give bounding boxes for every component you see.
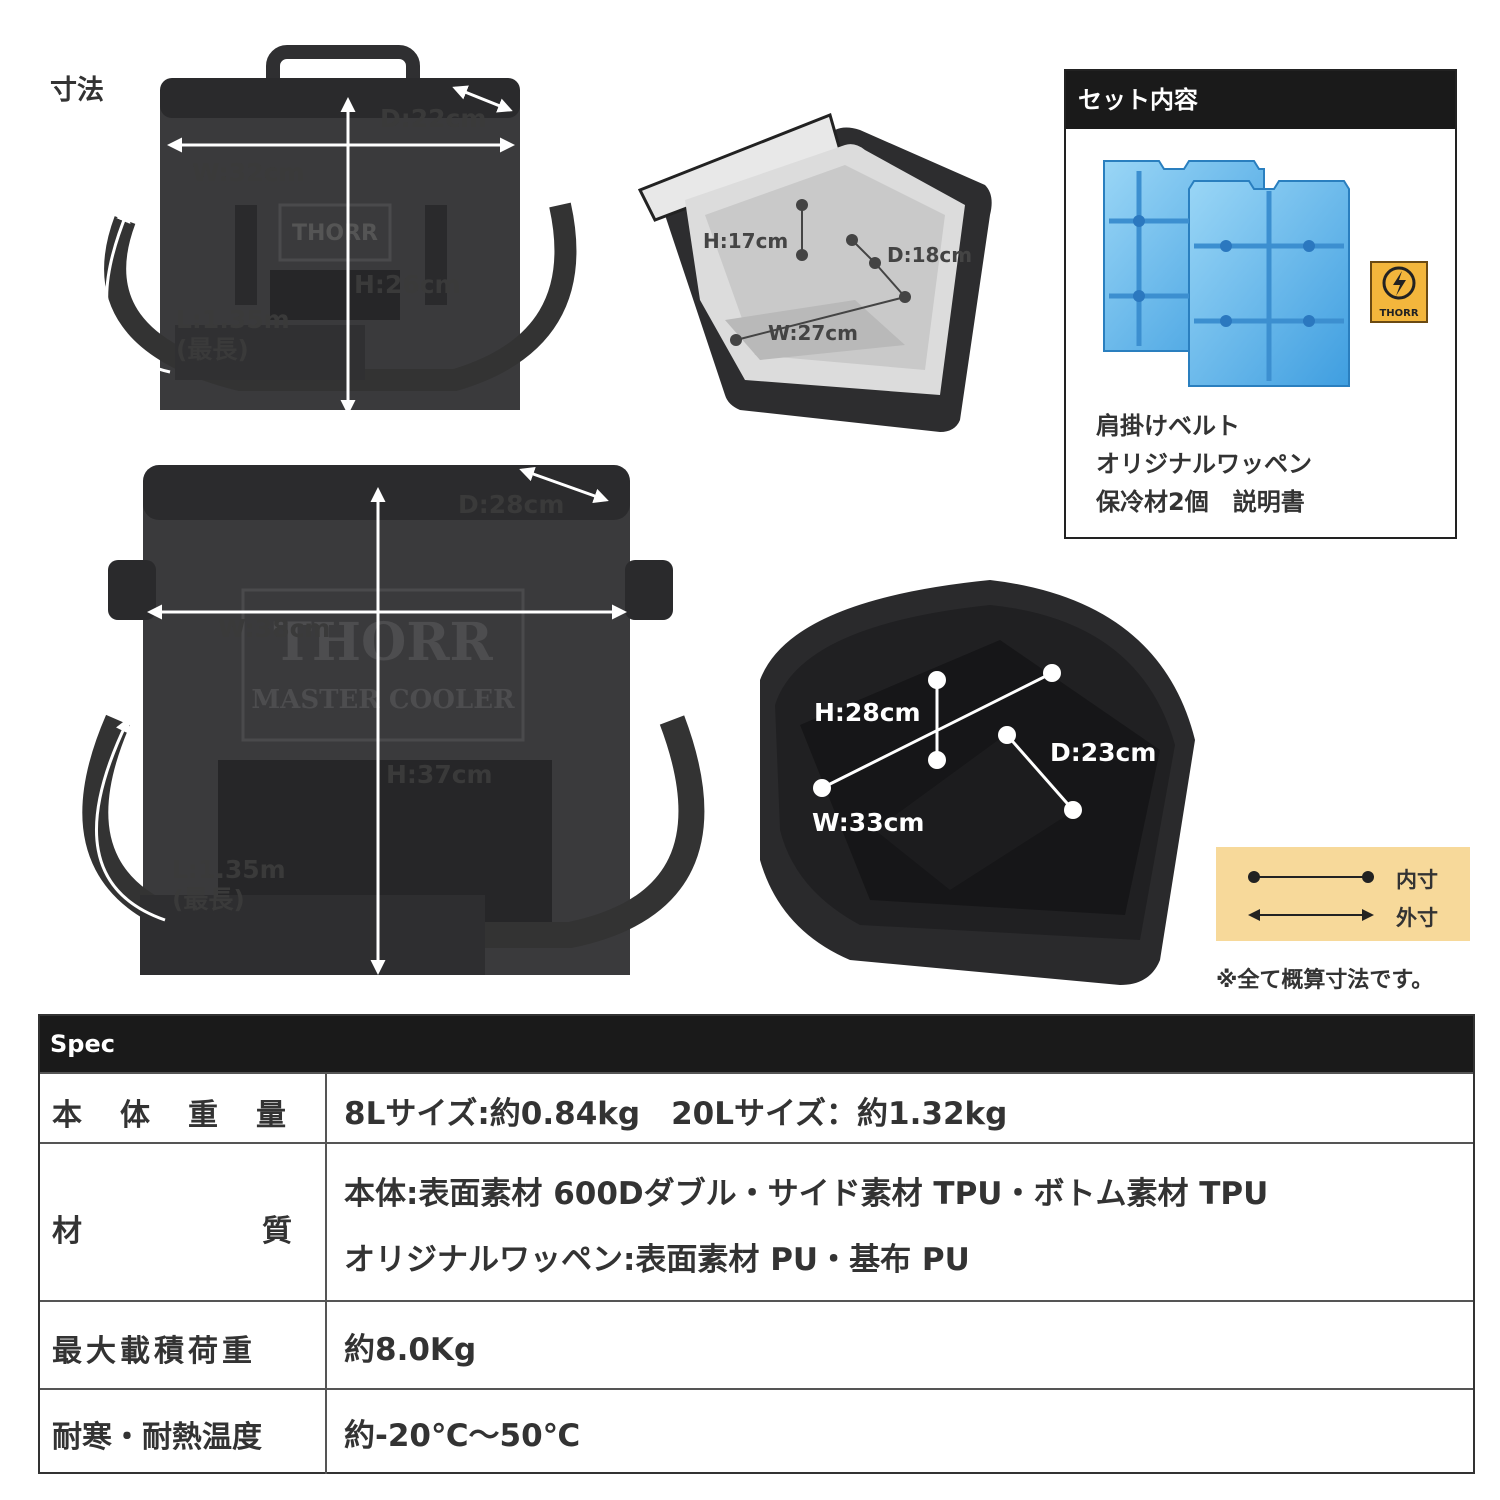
small-bag-depth-label: D:22cm: [380, 104, 487, 133]
legend-inner-label: 内寸: [1396, 868, 1438, 892]
set-item: 保冷材2個 説明書: [1096, 488, 1305, 516]
spec-label: 材質: [52, 1214, 472, 1249]
large-bag-image: THORR MASTER COOLER: [82, 465, 705, 975]
set-item: 肩掛けベルト: [1096, 412, 1240, 440]
large-bag-depth-label: D:28cm: [458, 490, 565, 519]
legend-outer-row: 外寸: [1216, 897, 1470, 937]
small-bag-inner-height-label: H:17cm: [703, 229, 789, 253]
patch-badge-text: THORR: [1379, 308, 1419, 319]
spec-value-line: オリジナルワッペン:表面素材 PU・基布 PU: [344, 1242, 970, 1278]
set-contents-list: 肩掛けベルト オリジナルワッペン 保冷材2個 説明書: [1096, 407, 1312, 521]
small-bag-strap-label: L:1.35m(最長): [176, 305, 290, 364]
large-bag-strap-label: L:1.35m(最長): [172, 855, 286, 914]
small-bag-image: THORR: [104, 45, 577, 415]
spec-row-weight: 本体重量 8Lサイズ:約0.84kg 20Lサイズ：約1.32kg: [40, 1072, 1473, 1144]
spec-table: Spec 本体重量 8Lサイズ:約0.84kg 20Lサイズ：約1.32kg 材…: [38, 1014, 1475, 1474]
spec-value-line: 本体:表面素材 600Dダブル・サイド素材 TPU・ボトム素材 TPU: [344, 1176, 1269, 1212]
spec-label: 耐寒・耐熱温度: [52, 1420, 262, 1455]
large-bag-inner-depth-label: D:23cm: [1050, 738, 1157, 767]
set-item: オリジナルワッペン: [1096, 450, 1312, 478]
small-bag-width-label: W:32cm: [192, 158, 305, 187]
large-bag-logo-sub: MASTER COOLER: [251, 685, 515, 715]
spec-value: 約-20℃～50℃: [344, 1418, 581, 1454]
spec-row-material: 材質 本体:表面素材 600Dダブル・サイド素材 TPU・ボトム素材 TPU オ…: [40, 1142, 1473, 1302]
thorr-logo-icon: [1382, 266, 1416, 300]
approximate-note: ※全て概算寸法です。: [1216, 968, 1434, 993]
small-bag-inner-depth-label: D:18cm: [887, 243, 973, 267]
large-bag-width-label: W:38cm: [218, 614, 331, 643]
outer-dimension-arrow-icon: [1248, 909, 1374, 921]
spec-label: 本体重量: [52, 1098, 324, 1133]
spec-label: 最大載積荷重: [52, 1334, 256, 1369]
spec-row-temperature: 耐寒・耐熱温度 約-20℃～50℃: [40, 1388, 1473, 1474]
set-contents-title: セット内容: [1066, 71, 1455, 129]
dimension-legend: 内寸 外寸: [1216, 847, 1470, 941]
large-bag-inner-height-label: H:28cm: [814, 698, 921, 727]
spec-title: Spec: [40, 1016, 1473, 1072]
small-bag-open-image: [637, 112, 992, 432]
large-bag-open-image: [760, 580, 1195, 985]
large-bag-inner-width-label: W:33cm: [812, 808, 925, 837]
legend-inner-row: 内寸: [1216, 859, 1470, 899]
spec-value: 8Lサイズ:約0.84kg 20Lサイズ：約1.32kg: [344, 1096, 1008, 1132]
spec-row-max-load: 最大載積荷重 約8.0Kg: [40, 1300, 1473, 1390]
small-bag-height-label: H:26cm: [354, 270, 461, 299]
patch-badge: THORR: [1370, 261, 1428, 323]
set-contents-box: セット内容 THORR 肩掛けベルト オリジナルワッペン 保冷材2個 説明書: [1064, 69, 1457, 539]
product-illustrations: THORR THORR MASTER COOLER: [82, 45, 1195, 985]
large-bag-height-label: H:37cm: [386, 760, 493, 789]
ice-packs-image: [1103, 160, 1350, 387]
spec-value: 約8.0Kg: [344, 1332, 477, 1368]
dimensions-title: 寸法: [50, 75, 104, 106]
legend-outer-label: 外寸: [1396, 906, 1438, 930]
small-bag-inner-width-label: W:27cm: [768, 321, 858, 345]
inner-dimension-line-icon: [1248, 871, 1374, 883]
small-bag-logo: THORR: [292, 221, 378, 246]
